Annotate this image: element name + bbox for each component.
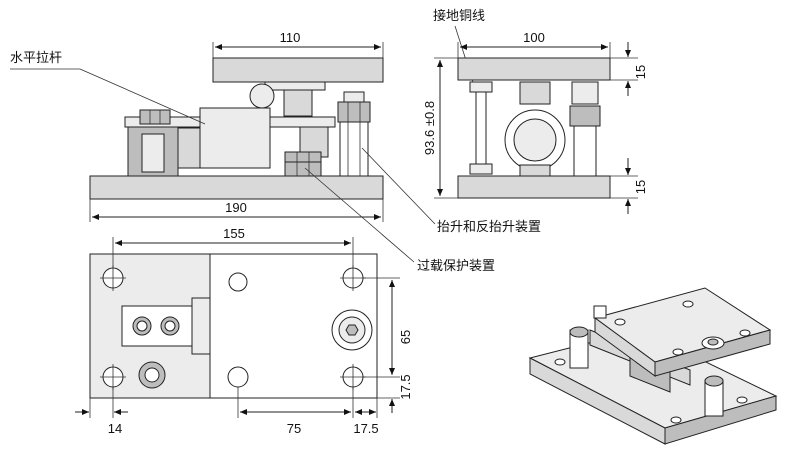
dim-hole-offset-x-left: 14 xyxy=(108,421,122,436)
dim-top-width-side: 100 xyxy=(523,30,545,45)
dim-base-width-front: 190 xyxy=(225,200,247,215)
leader-overload xyxy=(304,167,415,263)
side-base-plate xyxy=(457,175,611,199)
dim-hole-span-x: 155 xyxy=(223,226,245,241)
overload-nut-top xyxy=(284,151,322,163)
side-view: 100 93.6 ±0.8 15 15 xyxy=(422,30,648,214)
dim-top-width-front: 110 xyxy=(280,30,301,45)
load-cell-body xyxy=(199,107,271,169)
dim-base-plate-thk: 15 xyxy=(633,180,648,194)
dim-hole-offset-x-right: 17.5 xyxy=(353,421,378,436)
label-horizontal-rod: 水平拉杆 xyxy=(10,51,62,66)
dim-hole-span-y: 65 xyxy=(398,330,413,344)
ground-wire xyxy=(475,91,487,165)
dim-top-plate-thk: 15 xyxy=(633,65,648,79)
front-top-plate xyxy=(212,57,384,83)
label-lift-anti-lift: 抬升和反抬升装置 xyxy=(437,220,541,235)
dim-hole-span-x2: 75 xyxy=(287,421,301,436)
label-ground-copper-wire: 接地铜线 xyxy=(433,8,485,24)
overload-nut-bottom xyxy=(284,161,322,177)
side-top-plate xyxy=(457,57,611,81)
leader-horizontal-rod xyxy=(79,68,206,125)
front-base-plate xyxy=(89,175,384,200)
label-overload-protection: 过载保护装置 xyxy=(417,259,495,274)
front-view: 110 190 xyxy=(89,30,384,222)
leader-lift xyxy=(361,147,436,225)
dim-height-side: 93.6 ±0.8 xyxy=(422,101,437,155)
isometric-view xyxy=(528,287,778,445)
top-view: 155 65 17.5 14 75 17.5 xyxy=(75,226,413,436)
dim-hole-offset-y: 17.5 xyxy=(398,374,413,399)
